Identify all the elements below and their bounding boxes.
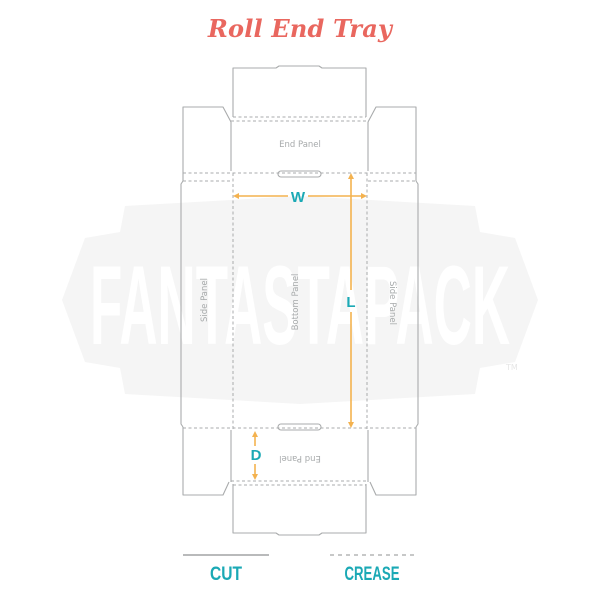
right-side-panel-label: Side Panel (387, 281, 397, 325)
top-lock-slot (277, 170, 322, 178)
bottom-tuck-flap-outline (232, 484, 367, 536)
diagram-title: Roll End Tray (207, 14, 393, 43)
bottom-end-panel-label: End Panel (279, 453, 321, 463)
depth-dimension-label: D (251, 447, 262, 464)
right-side-panel-outer-edge (415, 180, 419, 428)
left-side-panel-outer-edge (180, 180, 184, 428)
length-arrow-top-head (348, 173, 354, 179)
width-arrow-right-head (361, 193, 367, 199)
bottom-left-dust-flap-outline (182, 427, 230, 496)
width-dimension-label: W (291, 189, 306, 206)
top-right-dust-flap-outline (367, 106, 417, 181)
bottom-lock-slot (277, 423, 322, 431)
depth-arrow-bottom-head (252, 474, 258, 480)
bottom-right-dust-flap-outline (369, 427, 417, 496)
line-type-legend: CUT CREASE (183, 554, 416, 585)
top-tuck-flap-outline (232, 65, 367, 117)
length-arrow-bottom-head (348, 422, 354, 428)
crease-legend-label: CREASE (345, 564, 400, 585)
left-side-panel-label: Side Panel (200, 278, 210, 322)
top-end-panel-label: End Panel (279, 140, 321, 150)
watermark-trademark: TM (505, 363, 518, 372)
cut-legend-label: CUT (210, 564, 242, 585)
length-dimension-label: L (346, 294, 355, 311)
watermark-text: FANTASTAPACK (90, 243, 510, 368)
cut-lines (180, 65, 419, 536)
dimension-arrows (233, 173, 367, 480)
depth-arrow-top-head (252, 431, 258, 437)
width-arrow-left-head (233, 193, 239, 199)
top-left-dust-flap-outline (182, 106, 232, 181)
bottom-panel-label: Bottom Panel (291, 274, 301, 331)
crease-lines (183, 116, 416, 486)
